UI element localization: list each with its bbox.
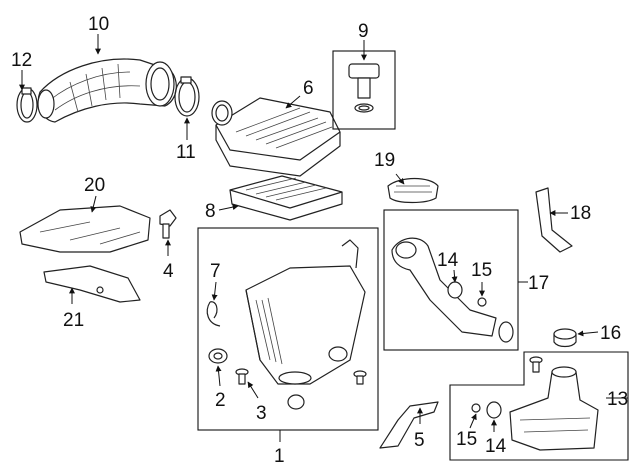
clip-part-7 xyxy=(206,301,221,327)
callout-9: 9 xyxy=(358,21,369,42)
hose-clamp-part-11 xyxy=(174,76,200,117)
bolt-inset-13 xyxy=(529,356,543,373)
seal-part-19 xyxy=(387,177,439,204)
callout-11: 11 xyxy=(176,142,196,163)
sensor-part-9 xyxy=(348,63,380,113)
clip-part-15-lower xyxy=(471,403,481,413)
callout-7: 7 xyxy=(210,261,221,282)
inlet-duct-part-17 xyxy=(391,237,514,343)
callout-5: 5 xyxy=(414,430,425,451)
resonator-part-20 xyxy=(19,205,151,253)
bracket-part-21 xyxy=(43,265,141,303)
grommet-part-2 xyxy=(208,348,228,364)
air-filter-part-8 xyxy=(229,175,343,221)
grommet-part-14-upper xyxy=(447,281,463,299)
grommet-right xyxy=(287,346,367,410)
bolt-part-4 xyxy=(159,209,177,239)
callout-14-upper: 14 xyxy=(437,250,459,271)
callout-21: 21 xyxy=(63,310,84,331)
callout-1: 1 xyxy=(274,446,285,467)
callout-19: 19 xyxy=(374,150,395,171)
callout-16: 16 xyxy=(600,323,621,344)
callout-18: 18 xyxy=(570,203,591,224)
air-cleaner-cover-part-6 xyxy=(211,97,341,177)
callout-14-lower: 14 xyxy=(485,436,507,457)
callout-12: 12 xyxy=(11,50,32,71)
callout-2: 2 xyxy=(215,390,226,411)
clip-part-15-upper xyxy=(477,297,487,307)
callout-4: 4 xyxy=(163,261,174,282)
hose-clamp-part-12 xyxy=(16,87,38,123)
bracket-part-5 xyxy=(379,401,439,449)
callout-10: 10 xyxy=(88,14,109,35)
callout-15-lower: 15 xyxy=(456,429,477,450)
pin-part-3 xyxy=(235,368,249,385)
callout-3: 3 xyxy=(256,403,267,424)
callout-15-upper: 15 xyxy=(471,260,492,281)
callout-6: 6 xyxy=(303,78,314,99)
bracket-part-18 xyxy=(535,187,573,253)
callout-17: 17 xyxy=(528,273,549,294)
callout-8: 8 xyxy=(205,201,216,222)
callout-13: 13 xyxy=(607,389,628,410)
housing-inset-box xyxy=(197,227,379,431)
resonator-inset-box xyxy=(449,351,629,461)
callout-20: 20 xyxy=(84,175,105,196)
resonator-chamber-part-13 xyxy=(509,366,599,451)
inlet-duct-inset-box xyxy=(383,209,519,351)
intake-hose-part-10 xyxy=(37,58,177,123)
air-cleaner-housing-part-1 xyxy=(245,239,366,385)
grommet-part-14-lower xyxy=(486,401,502,419)
ring-part-16 xyxy=(553,328,577,348)
